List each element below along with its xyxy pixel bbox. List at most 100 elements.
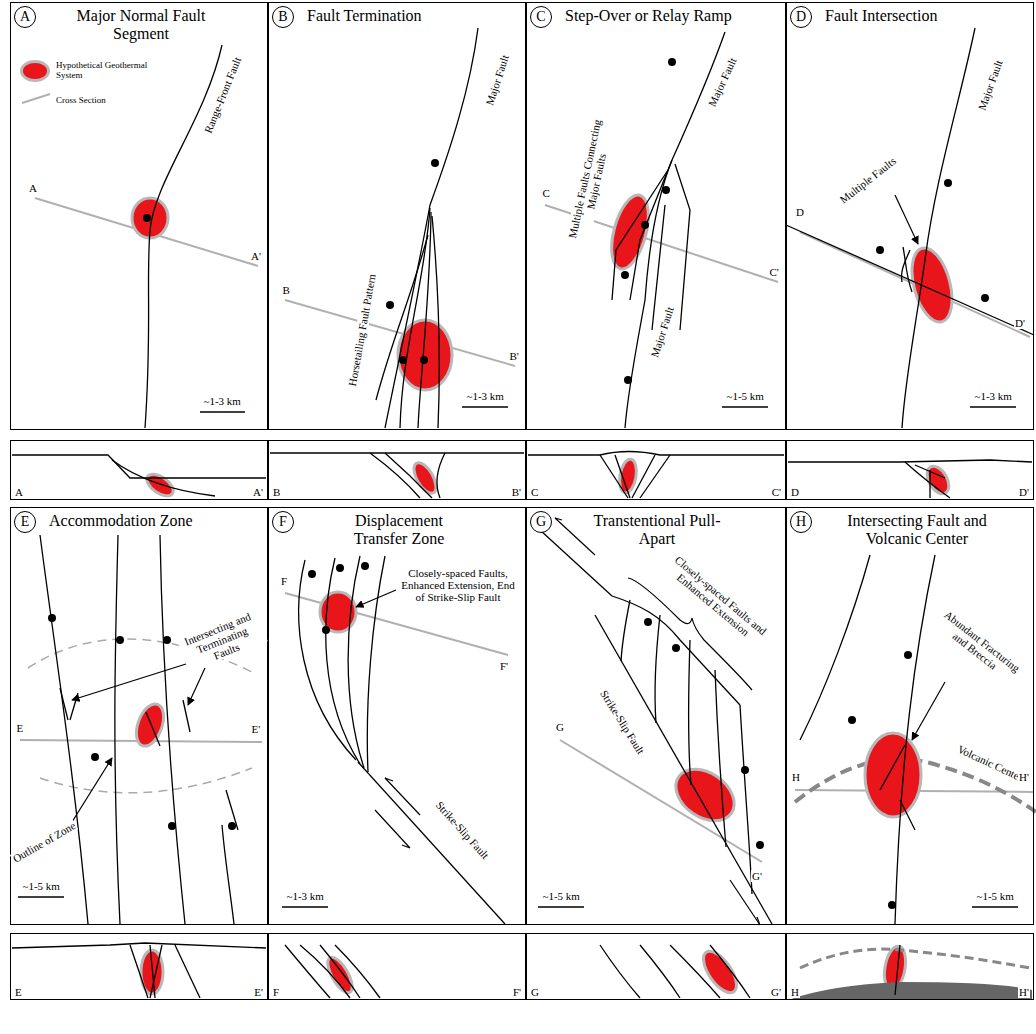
- fault-dot: [848, 716, 856, 724]
- fault-line: [880, 745, 905, 790]
- fault-line: [800, 555, 870, 740]
- geothermal-system: [323, 954, 357, 997]
- fault-line: [418, 212, 431, 428]
- fault-dot: [741, 766, 749, 774]
- fault-line: [680, 640, 740, 705]
- geothermal-system: [923, 463, 954, 498]
- fault-line: [710, 945, 750, 998]
- section-line: [20, 198, 1034, 862]
- geothermal-system: [131, 191, 959, 998]
- cross-section-box: EE': [10, 933, 268, 1000]
- map-label: D': [1014, 317, 1026, 329]
- fault-line: [112, 460, 215, 496]
- fault-line: [70, 693, 78, 720]
- map-label: Outline of Zone: [10, 819, 79, 866]
- fault-dot: [668, 58, 676, 66]
- fault-line: [528, 452, 784, 456]
- panel-letter-circle: F: [272, 511, 294, 533]
- fault-line: [902, 250, 910, 282]
- fault-line: [12, 455, 266, 478]
- scale-bar: [18, 896, 64, 897]
- fault-dot: [168, 822, 176, 830]
- map-label: G: [555, 721, 565, 733]
- map-panel: Transtentional Pull-ApartG: [526, 507, 786, 925]
- fault-line: [175, 945, 200, 998]
- map-label: Strike-Slip Fault: [432, 798, 491, 862]
- fault-line: [385, 453, 432, 498]
- section-end-label: E: [14, 986, 23, 998]
- fault-dot: [322, 626, 330, 634]
- fault-line: [222, 825, 234, 924]
- fault-line: [903, 247, 912, 292]
- map-label: B': [509, 350, 520, 362]
- fault-dot: [904, 651, 912, 659]
- cross-section-box: B B': [268, 440, 526, 500]
- fault-line: [146, 712, 160, 746]
- map-label: Horsetailing Fault Pattern: [346, 272, 378, 388]
- map-label: Major Fault: [483, 52, 511, 107]
- fault-line: [358, 762, 505, 924]
- fault-line: [905, 462, 950, 498]
- legend-text: Hypothetical Geothermal System: [56, 61, 156, 81]
- fault-line: [600, 455, 628, 498]
- geothermal-system: [666, 759, 744, 832]
- panel-letter-circle: A: [14, 6, 36, 28]
- fault-dot: [361, 562, 369, 570]
- map-label: B: [282, 284, 291, 296]
- map-label: A': [250, 250, 262, 262]
- section-end-label: B: [272, 486, 281, 498]
- fault-line: [367, 556, 385, 772]
- map-label: Abundant Fracturing and Breccia: [932, 607, 1023, 686]
- fault-line: [640, 455, 670, 498]
- geothermal-system: [605, 191, 656, 273]
- geothermal-system: [697, 946, 743, 998]
- geothermal-system: [617, 458, 639, 494]
- scale-bar: [200, 411, 245, 412]
- scale-bar: [970, 406, 1016, 407]
- map-label: Multiple Faults Connecting Major Faults: [565, 115, 615, 244]
- map-label: Range-Front Fault: [201, 54, 243, 135]
- fault-dot: [431, 159, 439, 167]
- cross-section-box: A A': [10, 440, 268, 500]
- section-end-label: C': [771, 486, 782, 498]
- panel-letter: B: [273, 9, 293, 25]
- scale-bar: [18, 407, 1018, 907]
- fault-line: [348, 556, 364, 768]
- fault-line: [60, 688, 68, 720]
- section-line: [35, 198, 258, 266]
- panel-title: Transtentional Pull-Apart: [587, 512, 727, 549]
- panel-letter: F: [273, 514, 293, 530]
- fault-dot: [336, 564, 344, 572]
- fault-line: [385, 205, 430, 428]
- section-end-label: G: [530, 986, 540, 998]
- section-end-label: A': [252, 486, 264, 498]
- fault-line: [715, 670, 726, 847]
- fault-line: [895, 555, 935, 924]
- fault-dot: [621, 271, 629, 279]
- fault-dot: [143, 214, 151, 222]
- fault-line: [437, 453, 445, 498]
- panel-letter-circle: C: [530, 6, 552, 28]
- map-label: C: [542, 187, 551, 199]
- section-end-label: A: [14, 486, 24, 498]
- fault-line: [895, 945, 900, 995]
- fault-line: [160, 535, 185, 924]
- section-end-label: B': [511, 486, 522, 498]
- legend-line-sample: [22, 94, 50, 103]
- map-label: ~1-5 km: [22, 880, 61, 892]
- fault-dot: [228, 822, 236, 830]
- fault-line: [689, 640, 691, 785]
- strike-slip-arrow: [385, 778, 420, 815]
- callout-arrow: [72, 758, 112, 822]
- scale-bar: [722, 406, 768, 407]
- fault-line: [632, 455, 655, 498]
- map-label: ~1-3 km: [466, 390, 505, 402]
- callout-arrow: [895, 195, 918, 244]
- fault-line: [183, 700, 190, 732]
- panel-letter-circle: G: [530, 511, 552, 533]
- section-line: [560, 740, 762, 862]
- fault-line: [786, 225, 1034, 335]
- section-end-label: H: [790, 986, 800, 998]
- fault-dot: [944, 179, 952, 187]
